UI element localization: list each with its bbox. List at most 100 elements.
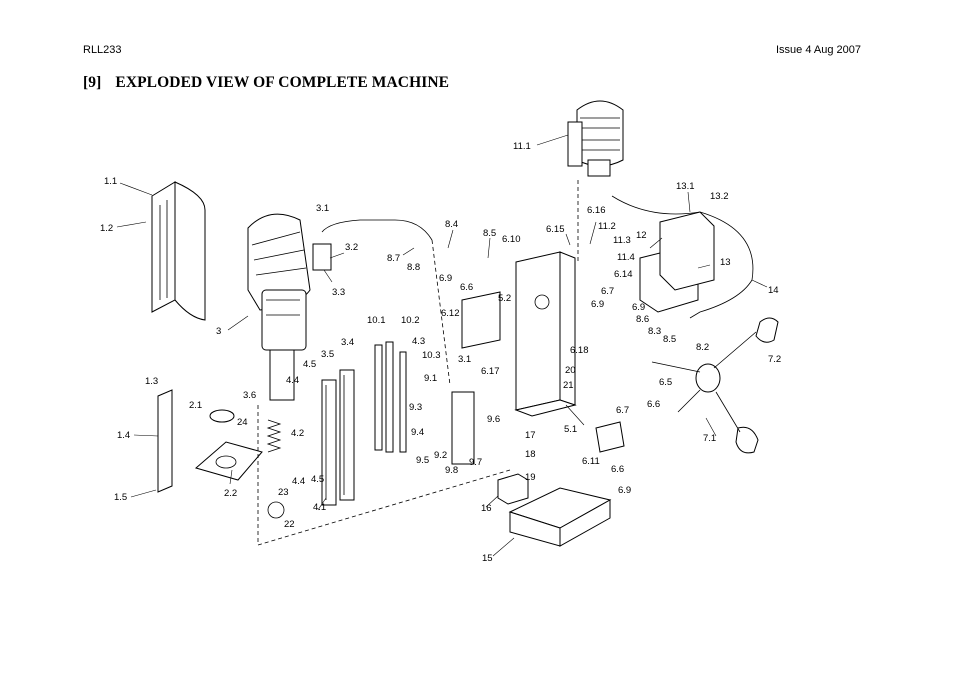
callout-6-6a: 6.6	[460, 282, 473, 293]
callout-6-16: 6.16	[587, 205, 606, 216]
callout-1-1: 1.1	[104, 176, 117, 187]
callout-17: 17	[525, 430, 536, 441]
callout-4-5a: 4.5	[303, 359, 316, 370]
callout-9-2: 9.2	[434, 450, 447, 461]
plate-5-2	[461, 291, 501, 349]
callout-1-5: 1.5	[114, 492, 127, 503]
column-5-1	[514, 251, 577, 417]
rack-10-3	[399, 351, 407, 453]
callout-3: 3	[216, 326, 221, 337]
guard-1-1b	[174, 181, 206, 321]
part-drawings	[151, 100, 779, 547]
guard-1-3	[157, 389, 173, 493]
callout-6-9d: 6.9	[618, 485, 631, 496]
plate-2-2	[194, 441, 263, 481]
rack-10-2	[385, 341, 394, 453]
magnet-base-15	[508, 487, 612, 547]
callout-13: 13	[720, 257, 731, 268]
guard-1-1	[151, 181, 176, 313]
section-number: [9]	[83, 74, 102, 91]
callout-9-8: 9.8	[445, 465, 458, 476]
callout-9-6: 9.6	[487, 414, 500, 425]
callout-6-15: 6.15	[546, 224, 565, 235]
callout-10-2: 10.2	[401, 315, 420, 326]
callout-8-5a: 8.5	[483, 228, 496, 239]
callout-1-2: 1.2	[100, 223, 113, 234]
callout-23: 23	[278, 487, 289, 498]
callout-19: 19	[525, 472, 536, 483]
callout-10-1: 10.1	[367, 315, 386, 326]
issue-date: Issue 4 Aug 2007	[775, 44, 861, 56]
callout-3-3: 3.3	[332, 287, 345, 298]
back-plate-13	[659, 211, 715, 291]
callout-6-7b: 6.7	[616, 405, 629, 416]
section-title: EXPLODED VIEW OF COMPLETE MACHINE	[115, 74, 450, 91]
callout-4-3: 4.3	[412, 336, 425, 347]
callout-7-2: 7.2	[768, 354, 781, 365]
callout-9-1: 9.1	[424, 373, 437, 384]
alignment-lines	[257, 180, 579, 546]
callout-8-6: 8.6	[636, 314, 649, 325]
callout-4-4a: 4.4	[286, 375, 299, 386]
document-id: RLL233	[83, 44, 122, 56]
callout-7-1: 7.1	[703, 433, 716, 444]
callout-4-4b: 4.4	[292, 476, 305, 487]
callout-3-4: 3.4	[341, 337, 354, 348]
callout-22: 22	[284, 519, 295, 530]
callout-12: 12	[636, 230, 647, 241]
handle-7-2	[755, 317, 779, 343]
callout-24: 24	[237, 417, 248, 428]
callout-1-4: 1.4	[117, 430, 130, 441]
callout-6-14: 6.14	[614, 269, 633, 280]
slide-4-1	[321, 379, 337, 506]
callout-4-1: 4.1	[313, 502, 326, 513]
spring-24	[266, 419, 282, 453]
callout-9-3: 9.3	[409, 402, 422, 413]
callout-11-4: 11.4	[617, 252, 635, 263]
callout-10-3: 10.3	[422, 350, 441, 361]
callout-9-4: 9.4	[411, 427, 424, 438]
callout-13-2: 13.2	[710, 191, 729, 202]
callout-2-1: 2.1	[189, 400, 202, 411]
callout-13-1: 13.1	[676, 181, 695, 192]
callout-5-1: 5.1	[564, 424, 577, 435]
callout-3-6: 3.6	[243, 390, 256, 401]
cable-14	[611, 195, 754, 319]
callout-6-6b: 6.6	[647, 399, 660, 410]
callout-9-5: 9.5	[416, 455, 429, 466]
callout-labels: 11.1 1.1 1.2 3.1 3.2 3.3 3 8.4 8.7 8.8 8…	[100, 141, 781, 564]
callout-8-8: 8.8	[407, 262, 420, 273]
callout-4-2: 4.2	[291, 428, 304, 439]
callout-3-2: 3.2	[345, 242, 358, 253]
callout-5-2: 5.2	[498, 293, 511, 304]
callout-15: 15	[482, 553, 493, 564]
callout-8-4: 8.4	[445, 219, 458, 230]
callout-3-1b: 3.1	[458, 354, 471, 365]
clip-22	[267, 501, 285, 519]
callout-21: 21	[563, 380, 574, 391]
magnet-16	[497, 473, 529, 505]
carriage-9	[451, 391, 475, 465]
drill-motor-3	[247, 213, 311, 401]
callout-1-3: 1.3	[145, 376, 158, 387]
callout-6-9a: 6.9	[439, 273, 452, 284]
callout-6-9c: 6.9	[632, 302, 645, 313]
plate-6-11	[595, 421, 625, 453]
leader-lines	[116, 134, 768, 557]
callout-11-1: 11.1	[513, 141, 531, 152]
callout-4-5b: 4.5	[311, 474, 324, 485]
callout-16: 16	[481, 503, 492, 514]
callout-20: 20	[565, 365, 576, 376]
slide-4-3	[339, 369, 355, 501]
callout-6-10: 6.10	[502, 234, 521, 245]
callout-6-7a: 6.7	[601, 286, 614, 297]
hub-8-2	[695, 363, 721, 393]
page-title: [9] EXPLODED VIEW OF COMPLETE MACHINE	[83, 74, 449, 92]
callout-18: 18	[525, 449, 536, 460]
callout-6-6c: 6.6	[611, 464, 624, 475]
callout-6-5: 6.5	[659, 377, 672, 388]
callout-11-2: 11.2	[598, 221, 616, 232]
callout-8-2: 8.2	[696, 342, 709, 353]
callout-14: 14	[768, 285, 779, 296]
